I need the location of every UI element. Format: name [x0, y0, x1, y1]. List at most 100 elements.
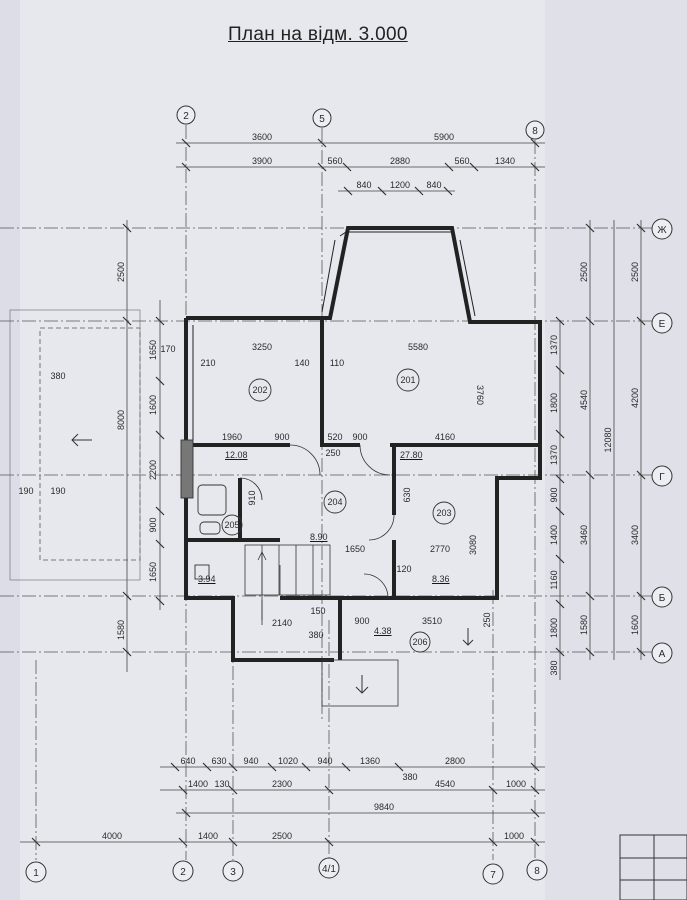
- dim-text: 1960: [222, 432, 242, 442]
- dim-text: 4000: [102, 831, 122, 841]
- dim-text: 1600: [148, 395, 158, 415]
- dim-text: 1160: [549, 570, 559, 589]
- dim-text: 1200: [390, 180, 410, 190]
- axis-label-right: Ж: [657, 225, 667, 236]
- dim-text: 1400: [549, 525, 559, 545]
- room-number: 203: [436, 508, 451, 518]
- dim-text: 4160: [435, 432, 455, 442]
- dim-text: 12080: [603, 427, 613, 452]
- dim-text: 1650: [345, 544, 365, 554]
- dim-text: 250: [482, 612, 492, 627]
- dim-text: 380: [402, 772, 417, 782]
- dim-text: 900: [549, 487, 559, 502]
- dim-text: 1650: [148, 562, 158, 582]
- dim-text: 900: [354, 616, 369, 626]
- dim-text: 9840: [374, 802, 394, 812]
- dim-text: 130: [214, 779, 229, 789]
- dim-text: 2300: [272, 779, 292, 789]
- dim-text: 2500: [116, 262, 126, 282]
- dim-text: 4540: [579, 390, 589, 410]
- room-area: 27.80: [400, 450, 423, 460]
- dim-text: 1800: [549, 393, 559, 413]
- dim-text: 4200: [630, 388, 640, 408]
- room-area: 8.90: [310, 532, 328, 542]
- dim-text: 2880: [390, 156, 410, 166]
- dim-text: 560: [454, 156, 469, 166]
- dim-text: 2500: [272, 831, 292, 841]
- dim-text: 2800: [445, 756, 465, 766]
- dim-text: 8000: [116, 410, 126, 430]
- dim-text: 3900: [252, 156, 272, 166]
- terrace-down-arrow-icon: [462, 628, 474, 646]
- dim-text: 3400: [630, 525, 640, 545]
- dim-text: 640: [180, 756, 195, 766]
- axis-label-right: Г: [659, 472, 665, 483]
- dim-text: 630: [402, 487, 412, 502]
- dim-text: 900: [352, 432, 367, 442]
- dim-text: 3760: [475, 385, 485, 405]
- dim-text: 3510: [422, 616, 442, 626]
- dim-text: 5580: [408, 342, 428, 352]
- dim-text: 1400: [198, 831, 218, 841]
- room-area: 4.38: [374, 626, 392, 636]
- dim-text: 1600: [630, 615, 640, 635]
- dim-text: 1340: [495, 156, 515, 166]
- dim-text: 1370: [549, 445, 559, 465]
- dim-text: 840: [356, 180, 371, 190]
- room-number: 204: [327, 497, 342, 507]
- dim-text: 150: [310, 606, 325, 616]
- dim-text: 380: [50, 371, 65, 381]
- dim-text: 4540: [435, 779, 455, 789]
- axis-label-bottom: 8: [534, 866, 540, 877]
- axis-label-bottom: 7: [490, 870, 496, 881]
- axis-label-top: 8: [532, 126, 538, 137]
- room-area: 12.08: [225, 450, 248, 460]
- axis-label-top: 5: [319, 114, 325, 125]
- axis-label-bottom: 3: [230, 867, 236, 878]
- dim-text: 1580: [579, 615, 589, 635]
- stairs: [244, 544, 331, 625]
- dim-text: 1000: [506, 779, 526, 789]
- dim-text: 250: [325, 448, 340, 458]
- walls: [184, 226, 542, 662]
- dim-text: 900: [148, 517, 158, 532]
- dim-text: 380: [549, 660, 559, 675]
- entrance-down-arrow-icon: [355, 675, 369, 694]
- dim-text: 210: [200, 358, 215, 368]
- dim-text: 630: [211, 756, 226, 766]
- dim-text: 2500: [579, 262, 589, 282]
- dim-text: 3250: [252, 342, 272, 352]
- dim-text: 1370: [549, 335, 559, 355]
- dim-text: 190: [50, 486, 65, 496]
- axis-label-right: Б: [659, 593, 666, 604]
- axis-label-bottom: 2: [180, 867, 186, 878]
- title-block: [619, 834, 687, 900]
- dim-text: 120: [396, 564, 411, 574]
- dim-text: 170: [160, 344, 175, 354]
- dim-text: 5900: [434, 132, 454, 142]
- dim-text: 1360: [360, 756, 380, 766]
- entrance-arrow-icon: [71, 433, 92, 447]
- room-number: 202: [252, 385, 267, 395]
- room-area: 8.36: [432, 574, 450, 584]
- axis-label-right: А: [659, 649, 666, 660]
- dim-text: 1400: [188, 779, 208, 789]
- dim-text: 2200: [148, 460, 158, 480]
- room-number: 206: [412, 637, 427, 647]
- room-number: 201: [400, 375, 415, 385]
- room-number: 205: [224, 520, 239, 530]
- dim-text: 2770: [430, 544, 450, 554]
- dim-text: 110: [330, 358, 344, 368]
- dim-text: 3460: [579, 525, 589, 545]
- dim-text: 3080: [468, 535, 478, 555]
- dim-text: 1800: [549, 618, 559, 638]
- dim-text: 1580: [116, 620, 126, 640]
- axis-label-right: Е: [659, 319, 666, 330]
- axis-label-bottom: 1: [33, 868, 39, 879]
- dim-text: 1000: [504, 831, 524, 841]
- dim-text: 1650: [148, 340, 158, 360]
- dim-text: 560: [327, 156, 342, 166]
- dim-text: 910: [247, 490, 257, 505]
